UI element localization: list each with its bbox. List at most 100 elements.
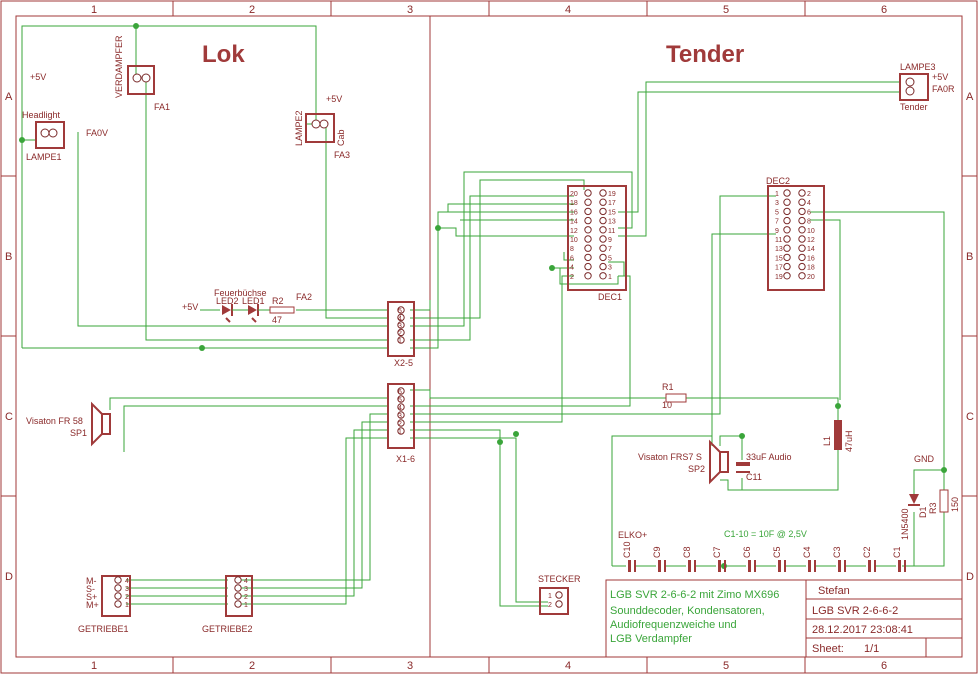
m-minus-label: M- <box>86 576 97 586</box>
pin <box>599 198 607 206</box>
pin <box>584 198 592 206</box>
pin-number: 3 <box>398 413 402 420</box>
lampe1-symbol <box>35 121 65 149</box>
pin <box>397 336 405 344</box>
pin-number: 4 <box>398 405 402 412</box>
pin-number: 12 <box>570 228 578 235</box>
sp2-symbol <box>709 439 729 485</box>
grid-col-label-bottom: 6 <box>881 660 887 672</box>
pin <box>798 207 806 216</box>
capacitor-plate <box>868 560 871 572</box>
pin <box>798 253 806 262</box>
c11-label: C11 <box>746 472 762 482</box>
pin-number: 4 <box>244 578 248 585</box>
pin-number: 2 <box>570 274 574 281</box>
elko-label: ELKO+ <box>618 530 647 540</box>
pin-number: 4 <box>570 265 574 272</box>
pin <box>599 207 607 216</box>
pin <box>397 403 405 411</box>
fa0v-label: FA0V <box>86 128 108 138</box>
pin <box>783 226 791 234</box>
pin-number: 1 <box>608 274 612 281</box>
dec2-label: DEC2 <box>766 176 790 186</box>
x2-label: X2-5 <box>394 358 413 368</box>
pin <box>798 198 806 206</box>
inner-frame <box>15 15 963 658</box>
grid-row-label-right: B <box>966 251 973 263</box>
capacitor-plate <box>658 560 661 572</box>
desc-line-2: Sounddecoder, Kondensatoren, <box>610 605 765 617</box>
drawing-date: 28.12.2017 23:08:41 <box>812 624 913 636</box>
pin <box>397 411 405 419</box>
pin <box>798 262 806 271</box>
grid-col-label-bottom: 3 <box>407 660 413 672</box>
pin-number: 1 <box>398 429 402 436</box>
pin-number: 5 <box>398 397 402 404</box>
visaton1-label: Visaton FR 58 <box>26 416 83 426</box>
pin <box>397 313 405 322</box>
desc-line-4: LGB Verdampfer <box>610 633 692 645</box>
pin-number: 2 <box>398 331 402 338</box>
pin <box>114 592 122 600</box>
fa1-label: FA1 <box>154 102 170 112</box>
feuerbuchse-label: Feuerbüchse <box>214 288 267 298</box>
s-minus-label: S- <box>86 584 95 594</box>
pin <box>397 395 405 403</box>
pin <box>783 216 791 225</box>
m-plus-label: M+ <box>86 600 99 610</box>
pin-number: 16 <box>807 255 815 262</box>
pin <box>584 207 592 216</box>
sp1-symbol <box>91 401 111 447</box>
pin <box>397 306 405 314</box>
pin-number: 8 <box>807 219 811 226</box>
pin <box>798 189 806 197</box>
pin <box>114 576 122 584</box>
grid-row-label-left: A <box>5 91 13 103</box>
pin-number: 3 <box>125 586 129 593</box>
pin <box>783 272 791 280</box>
pin-number: 11 <box>775 237 782 244</box>
pin <box>397 328 405 337</box>
pin-number: 2 <box>125 594 129 601</box>
getriebe1-label: GETRIEBE1 <box>78 624 129 634</box>
cab-label: Cab <box>336 129 346 146</box>
title-block <box>605 579 963 658</box>
pin <box>114 600 122 608</box>
pin-number: 19 <box>775 274 783 281</box>
pin-number: 13 <box>775 246 783 253</box>
pin <box>599 226 607 234</box>
sp1-label: SP1 <box>70 428 87 438</box>
grid-row-label-right: D <box>966 571 974 583</box>
capacitor-plate <box>808 560 811 572</box>
desc-line-3: Audiofrequenzweiche und <box>610 619 737 631</box>
r1-label: R1 <box>662 382 674 392</box>
r3-value: 150 <box>950 497 960 512</box>
grid-col-label-bottom: 2 <box>249 660 255 672</box>
pin-number: 13 <box>608 219 616 226</box>
junction-dots <box>19 23 947 569</box>
pin-number: 3 <box>775 200 779 207</box>
capacitor-plate <box>628 560 631 572</box>
x1-label: X1-6 <box>396 454 415 464</box>
cap-note: C1-10 = 10F @ 2,5V <box>724 529 807 539</box>
pin-number: 5 <box>608 255 612 262</box>
grid-row-label-left: B <box>5 251 12 263</box>
pin <box>798 272 806 280</box>
fa0r-label: FA0R <box>932 84 955 94</box>
d1-symbol <box>908 478 920 506</box>
pin <box>599 235 607 243</box>
grid-col-label-bottom: 1 <box>91 660 97 672</box>
r2-value: 47 <box>272 315 282 325</box>
grid-row-label-left: D <box>5 571 13 583</box>
grid-col-label-top: 6 <box>881 4 887 16</box>
pin-number: 18 <box>807 265 815 272</box>
capacitor-plate <box>688 560 691 572</box>
getriebe2-label: GETRIEBE2 <box>202 624 253 634</box>
pin-number: 11 <box>608 228 615 235</box>
dec1-label: DEC1 <box>598 292 622 302</box>
pin <box>783 189 791 197</box>
